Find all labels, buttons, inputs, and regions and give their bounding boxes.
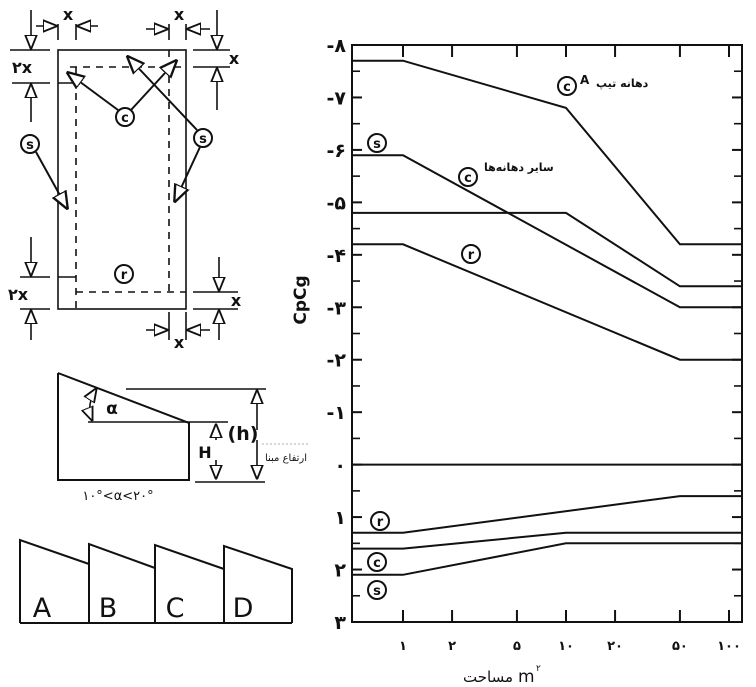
- x-tick-label: ۱۰: [558, 639, 574, 654]
- span-d: [223, 544, 293, 623]
- svg-text:A: A: [580, 73, 590, 87]
- svg-text:c: c: [464, 171, 472, 186]
- y-tick-label: ۰: [334, 455, 346, 477]
- span-c: [154, 543, 225, 623]
- x-tick-label: ۵۰: [672, 639, 688, 654]
- y-tick-label: ۲: [334, 560, 346, 582]
- dim-x-label: x: [231, 291, 242, 310]
- y-tick-label: ۱: [334, 507, 346, 529]
- annotation-corner-a: c A دهانه تیپ: [557, 73, 649, 96]
- span-label: D: [233, 593, 254, 624]
- span-label: B: [99, 593, 118, 624]
- zone-c-marker: c: [115, 107, 135, 127]
- zone-s-marker: s: [20, 134, 40, 154]
- svg-text:s: s: [199, 132, 207, 147]
- svg-text:c: c: [121, 111, 129, 126]
- annotation-side-negative: s: [367, 133, 387, 153]
- mean-height-label: (h): [228, 423, 259, 445]
- x-tick-label: ۲: [448, 639, 456, 654]
- section-diagram: α H (h) ارتفاع مبنا ۱۰°<α<۲۰°: [57, 372, 308, 504]
- x-axis-unit: m: [518, 667, 535, 687]
- y-axis-label: CpCg: [291, 275, 311, 324]
- annotation-side-positive: s: [367, 580, 387, 600]
- building-section: [57, 372, 190, 481]
- svg-text:s: s: [373, 137, 381, 152]
- zone-s-marker: s: [193, 128, 213, 148]
- dimension-markers: [10, 10, 238, 340]
- svg-text:سایر دهانه‌ها: سایر دهانه‌ها: [484, 161, 554, 174]
- span-b: [88, 542, 156, 623]
- dim-x-label: x: [174, 5, 185, 24]
- annotation-roof-negative: r: [461, 244, 481, 264]
- y-tick-label: -۴: [327, 245, 346, 267]
- dim-x-label: x: [229, 49, 240, 68]
- annotation-roof-positive: r: [370, 511, 390, 531]
- y-tick-label: -۷: [327, 87, 347, 109]
- svg-text:r: r: [468, 248, 475, 263]
- span-label: A: [33, 593, 52, 624]
- series-line-corner-A-negative: [352, 59, 742, 246]
- dim-x-label: x: [174, 333, 185, 352]
- svg-text:c: c: [373, 556, 381, 571]
- x-tick-label: ۱: [399, 639, 407, 654]
- svg-text:s: s: [26, 138, 34, 153]
- annotation-corner-positive: c: [367, 552, 387, 572]
- y-tick-label: -۵: [327, 192, 347, 214]
- x-tick-label: ۵: [513, 639, 521, 654]
- angle-arc: [90, 389, 96, 420]
- dim-2x-label: ۲x: [12, 58, 33, 77]
- y-tick-label: -۳: [327, 297, 347, 319]
- y-tick-label: -۱: [327, 402, 346, 424]
- x-axis-unit-exponent: ۲: [536, 664, 541, 674]
- x-axis-label: مساحت: [463, 668, 513, 686]
- span-a: [19, 538, 90, 623]
- svg-text:r: r: [377, 515, 384, 530]
- series-line-side-negative: [352, 154, 742, 309]
- svg-text:r: r: [121, 268, 128, 283]
- series-line-roof-negative: [352, 243, 742, 361]
- series-line-corner-positive: [352, 531, 742, 550]
- y-tick-label: -۲: [327, 350, 347, 372]
- angle-range-label: ۱۰°<α<۲۰°: [82, 489, 153, 504]
- dim-2x-label: ۲x: [8, 285, 29, 304]
- svg-text:دهانه تیپ: دهانه تیپ: [596, 77, 649, 90]
- svg-text:c: c: [563, 80, 571, 95]
- plan-diagram: x x ۲x x ۲x x x c s s r: [8, 5, 242, 352]
- y-tick-label: -۶: [327, 140, 346, 162]
- span-label: C: [166, 593, 185, 624]
- x-tick-label: ۱۰۰: [717, 639, 741, 654]
- alpha-label: α: [106, 399, 118, 419]
- cpcg-chart: -۸ -۷ -۶ -۵ -۴ -۳ -۲ -۱ ۰ ۱ ۲ ۳ ۱ ۲ ۵ ۱۰ ۲۰ ۵۰ ۱۰۰ CpCg مس…: [291, 35, 743, 687]
- y-tick-label: ۳: [334, 612, 346, 634]
- x-tick-label: ۲۰: [607, 639, 623, 654]
- series-line-roof-positive: [352, 495, 742, 534]
- series-line-corner-other-negative: [352, 211, 742, 288]
- eave-height-label: H: [198, 443, 211, 462]
- dim-x-label: x: [63, 5, 74, 24]
- annotation-other-corners: c سایر دهانه‌ها: [458, 161, 554, 187]
- y-tick-label: -۸: [327, 35, 347, 57]
- reference-height-label: ارتفاع مبنا: [265, 453, 307, 464]
- svg-text:s: s: [373, 584, 381, 599]
- zone-r-marker: r: [114, 264, 134, 284]
- series-line-side-positive: [352, 542, 742, 576]
- sawtooth-diagram: A B C D: [19, 538, 293, 624]
